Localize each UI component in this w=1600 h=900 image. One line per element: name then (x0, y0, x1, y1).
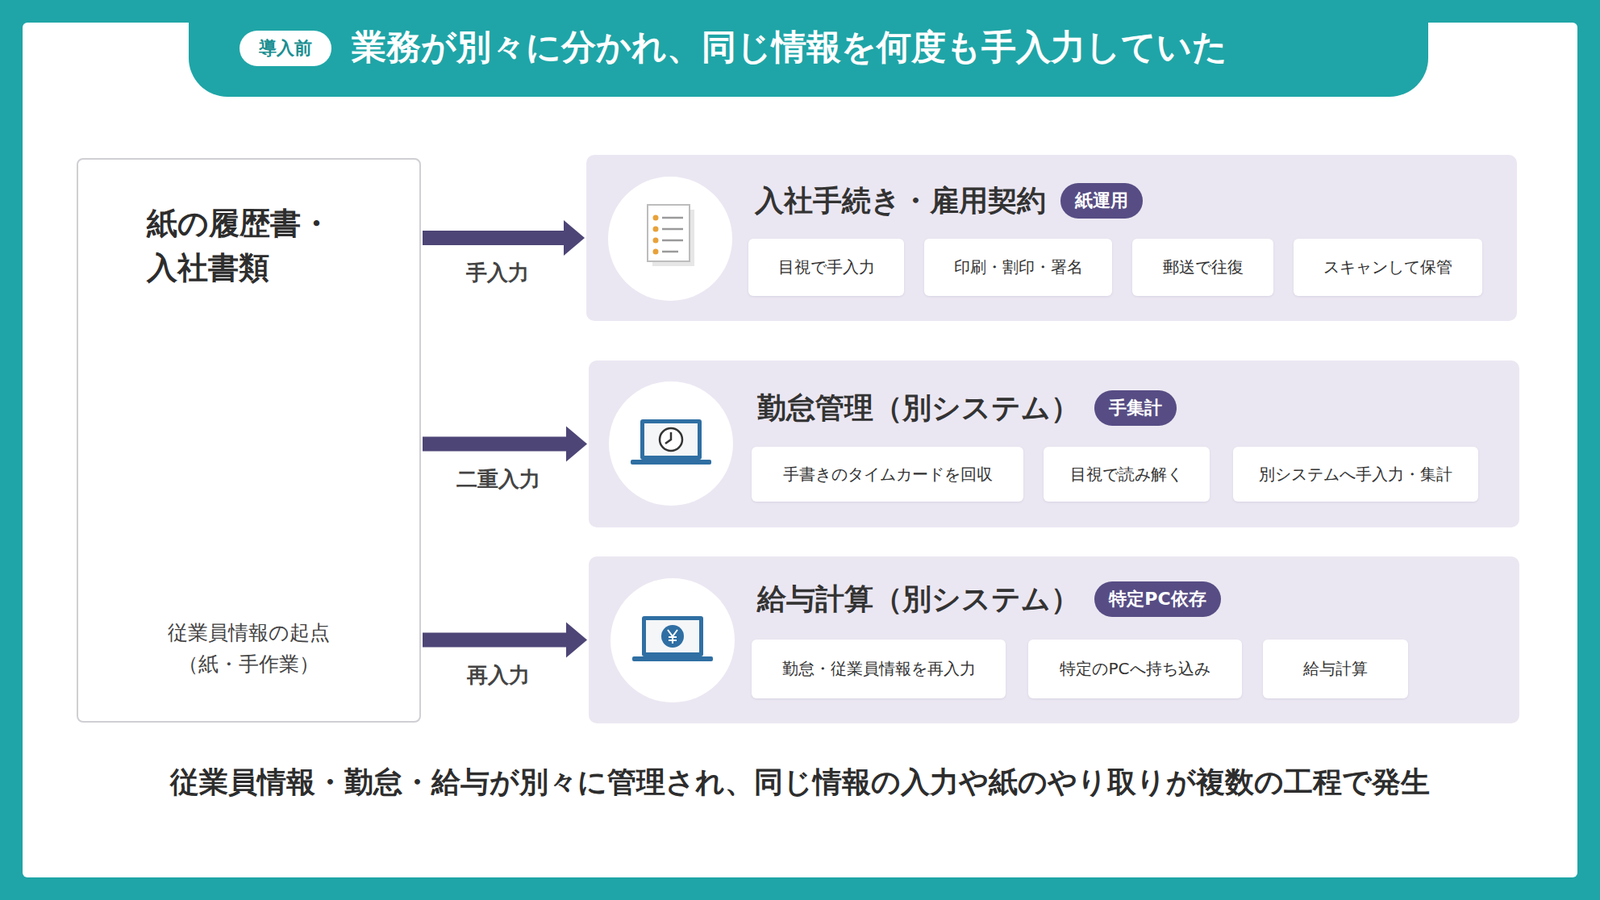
edge-label: 二重入力 (453, 465, 544, 494)
step-text: 別システムへ手入力・集計 (1258, 463, 1453, 486)
step-text: 目視で手入力 (778, 256, 875, 279)
panel-heading: 給与計算（別システム） (757, 579, 1080, 620)
step-box: 手書きのタイムカードを回収 (751, 446, 1024, 502)
edge-label: 再入力 (463, 661, 534, 690)
flow-arrow (422, 426, 588, 463)
diagram-title: 業務が別々に分かれ、同じ情報を何度も手入力していた (351, 24, 1228, 71)
step-text: 勤怠・従業員情報を再入力 (782, 658, 976, 680)
diagram-caption: 従業員情報・勤怠・給与が別々に管理され、同じ情報の入力や紙のやり取りが複数の工程… (22, 762, 1578, 803)
badge-text: 手集計 (1108, 395, 1163, 421)
source-title: 紙の履歴書・ 入社書類 (146, 201, 341, 291)
step-box: 印刷・割印・署名 (924, 238, 1113, 296)
step-text: 印刷・割印・署名 (954, 256, 1084, 279)
laptop-yen-icon (608, 575, 738, 705)
step-box: スキャンして保管 (1293, 238, 1483, 296)
badge-text: 特定PC依存 (1108, 587, 1206, 612)
document-icon (605, 174, 735, 304)
step-box: 郵送で往復 (1132, 238, 1274, 296)
tag-badge: 紙運用 (1060, 183, 1143, 219)
step-box: 特定のPCへ持ち込み (1028, 639, 1242, 699)
step-text: スキャンして保管 (1323, 256, 1453, 279)
step-box: 別システムへ手入力・集計 (1233, 446, 1479, 502)
tag-badge: 手集計 (1094, 390, 1177, 426)
step-box: 目視で手入力 (748, 238, 905, 296)
panel-heading: 入社手続き・雇用契約 (754, 181, 1046, 221)
laptop-clock-icon (606, 379, 736, 509)
flow-arrow (422, 622, 588, 659)
step-text: 目視で読み解く (1070, 463, 1184, 486)
step-box: 給与計算 (1262, 639, 1409, 699)
flow-arrow (422, 220, 585, 256)
status-pill: 導入前 (239, 30, 332, 67)
badge-text: 紙運用 (1075, 188, 1129, 213)
pill-text: 導入前 (258, 36, 313, 61)
step-text: 郵送で往復 (1162, 256, 1244, 279)
source-box: 紙の履歴書・ 入社書類従業員情報の起点 （紙・手作業） (76, 158, 421, 723)
source-note: 従業員情報の起点 （紙・手作業） (78, 617, 420, 681)
step-box: 勤怠・従業員情報を再入力 (751, 639, 1006, 699)
step-text: 給与計算 (1303, 658, 1368, 680)
step-text: 手書きのタイムカードを回収 (783, 463, 993, 486)
edge-label: 手入力 (462, 258, 533, 288)
step-text: 特定のPCへ持ち込み (1059, 658, 1210, 680)
step-box: 目視で読み解く (1043, 446, 1210, 502)
source-note-text: 従業員情報の起点 （紙・手作業） (162, 617, 337, 681)
panel-heading: 勤怠管理（別システム） (757, 388, 1080, 429)
tag-badge: 特定PC依存 (1094, 581, 1221, 617)
